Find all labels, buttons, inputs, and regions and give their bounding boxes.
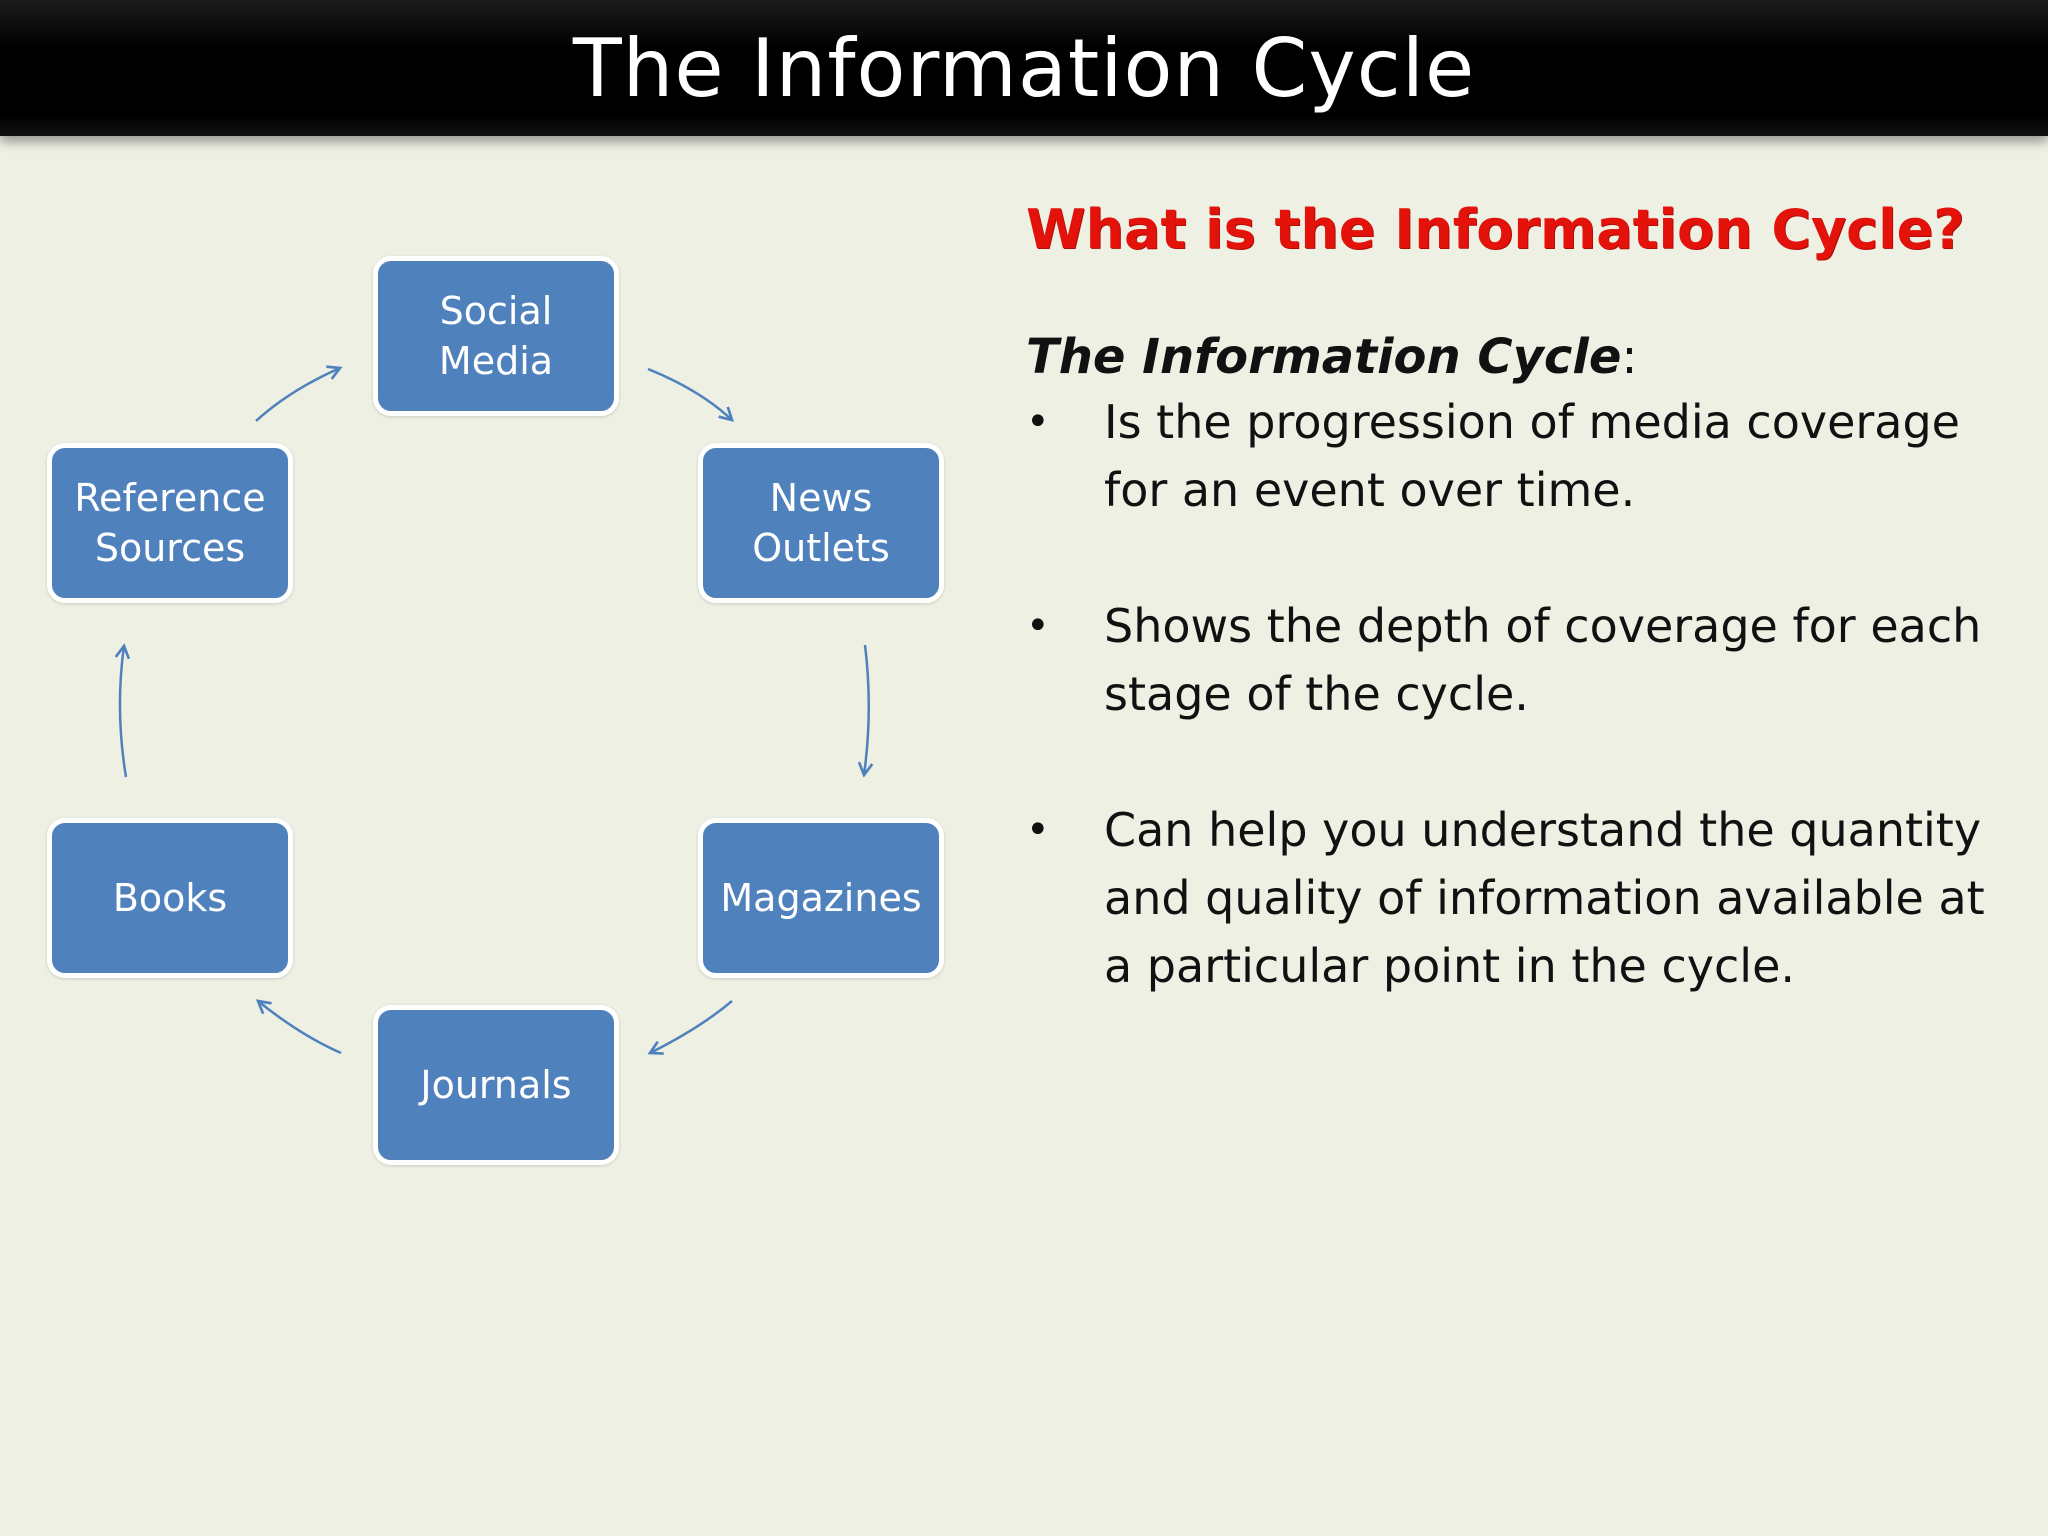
arrow-journals-to-books: [258, 1001, 342, 1055]
node-social-media: Social Media: [373, 256, 619, 416]
node-journals: Journals: [373, 1005, 619, 1165]
cycle-arrows: [0, 0, 960, 1200]
bullet-item: • Can help you understand the quantity an…: [1026, 796, 2016, 1000]
bullet-list: • Is the progression of media coverage fo…: [1026, 388, 2016, 1000]
bullet-text: Is the progression of media coverage for…: [1104, 395, 1960, 517]
node-magazines: Magazines: [698, 818, 944, 978]
node-reference-sources: Reference Sources: [47, 443, 293, 603]
node-books: Books: [47, 818, 293, 978]
bullet-text: Can help you understand the quantity and…: [1104, 803, 1985, 993]
information-cycle-diagram: Social Media News Outlets Magazines Jour…: [0, 0, 960, 1200]
arrow-news-to-magazines: [864, 644, 869, 775]
arrow-reference-to-social: [255, 368, 340, 422]
arrow-social-to-news: [647, 367, 732, 420]
arrow-books-to-reference: [120, 646, 126, 778]
slide-title: The Information Cycle: [572, 21, 1476, 115]
definition-colon: :: [1621, 329, 1638, 385]
bullet-item: • Is the progression of media coverage fo…: [1026, 388, 2016, 524]
bullet-icon: •: [1026, 399, 1050, 445]
bullet-icon: •: [1026, 603, 1050, 649]
arrow-magazines-to-journals: [650, 1000, 733, 1053]
bullet-item: • Shows the depth of coverage for each st…: [1026, 592, 2016, 728]
bullet-text: Shows the depth of coverage for each sta…: [1104, 599, 1982, 721]
content-panel: What is the Information Cycle? The Infor…: [1026, 196, 2016, 1068]
definition-term: The Information Cycle: [1026, 329, 1622, 385]
bullet-icon: •: [1026, 807, 1050, 853]
title-bar: The Information Cycle: [0, 0, 2048, 136]
question-heading: What is the Information Cycle?: [1026, 198, 1965, 261]
definition-heading: The Information Cycle:: [1026, 326, 2016, 388]
node-news-outlets: News Outlets: [698, 443, 944, 603]
